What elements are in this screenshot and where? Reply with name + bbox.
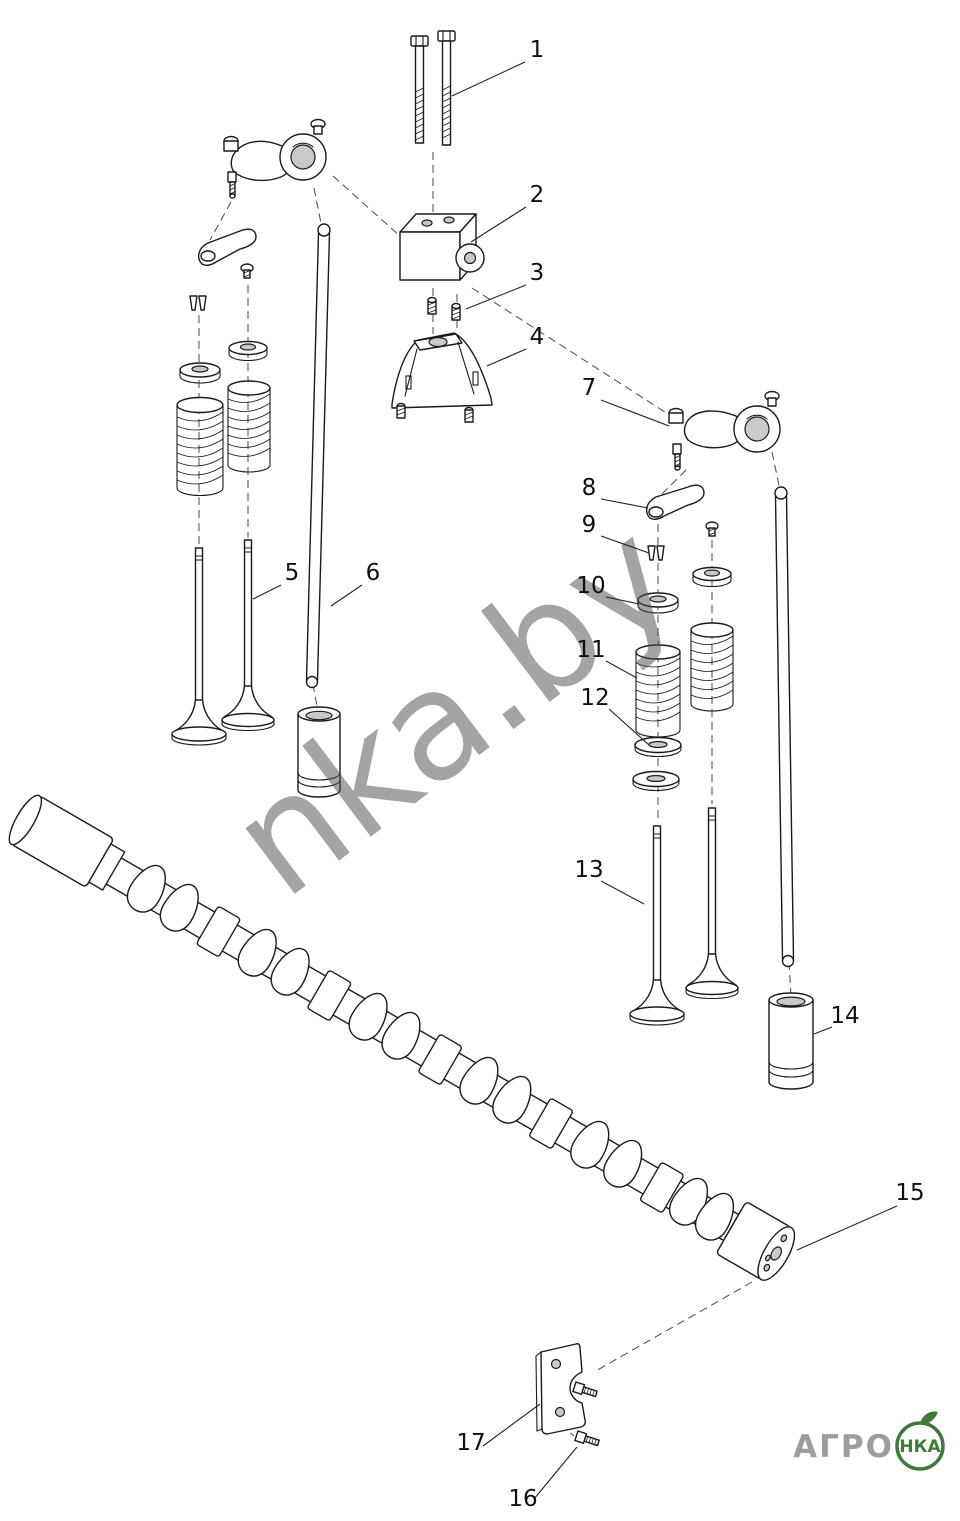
callout-leader-17 [482,1403,541,1447]
callout-number-9: 9 [582,512,597,538]
retainers-part10 [637,566,732,614]
keepers-left [189,295,207,311]
logo-brand-text: АГРО [793,1429,894,1465]
callout-number-14: 14 [830,1003,859,1029]
callout-leader-11 [605,660,638,679]
springs-left [176,380,271,497]
pushrod-part6 [305,223,331,689]
callout-leader-6 [330,584,363,607]
shaft-support-part2 [399,213,485,281]
callout-number-1: 1 [530,37,545,63]
callout-number-12: 12 [580,685,609,711]
callout-number-10: 10 [576,573,605,599]
pushrod-right [774,486,795,968]
callout-leader-9 [600,535,650,554]
callout-number-3: 3 [530,260,545,286]
callout-leader-16 [533,1446,578,1500]
callout-leader-1 [451,61,526,97]
callout-number-15: 15 [895,1180,924,1206]
callout-leader-3 [465,284,527,310]
callout-number-16: 16 [508,1486,537,1512]
thrust-plate-part17 [535,1343,586,1435]
callout-leader-2 [470,206,527,243]
callout-leader-10 [605,596,640,605]
lever-part8 [645,484,705,521]
tappet-part14 [768,992,814,1090]
callout-number-13: 13 [574,857,603,883]
callout-number-17: 17 [456,1430,485,1456]
valves-part5 [171,539,275,746]
logo-badge-circle [895,1421,945,1471]
bracket-part4 [391,332,493,423]
keepers-part9 [647,521,719,561]
callout-leader-12 [608,708,650,746]
retainers-left [179,340,268,384]
rocker-arm-left [223,118,327,199]
callout-number-7: 7 [582,375,597,401]
callout-leader-14 [813,1026,833,1035]
rocker-arm-part7 [668,390,781,471]
logo-badge-text: НКА [899,1437,941,1457]
callout-number-5: 5 [285,560,300,586]
callout-leader-13 [600,880,645,905]
callout-leader-8 [600,498,649,509]
watermark: nka.by [201,489,707,931]
bolts-part1 [410,30,456,146]
callout-leader-5 [252,584,282,600]
lever-left [197,228,257,279]
bolts-part16 [572,1381,600,1447]
callout-number-11: 11 [576,637,605,663]
callout-leader-7 [600,399,670,427]
screws-part3 [427,296,461,321]
callout-number-8: 8 [582,475,597,501]
brand-logo: АГРО НКА [793,1411,945,1471]
callout-number-6: 6 [366,560,381,586]
logo-leaf-icon [920,1411,938,1425]
camshaft-part15 [8,794,796,1281]
tappet-left [297,706,341,798]
callout-leader-15 [796,1205,898,1251]
callout-number-4: 4 [530,324,545,350]
callout-leader-4 [486,348,527,367]
valves-part13 [629,807,739,1026]
washers-part12 [632,736,682,792]
callout-number-2: 2 [530,182,545,208]
